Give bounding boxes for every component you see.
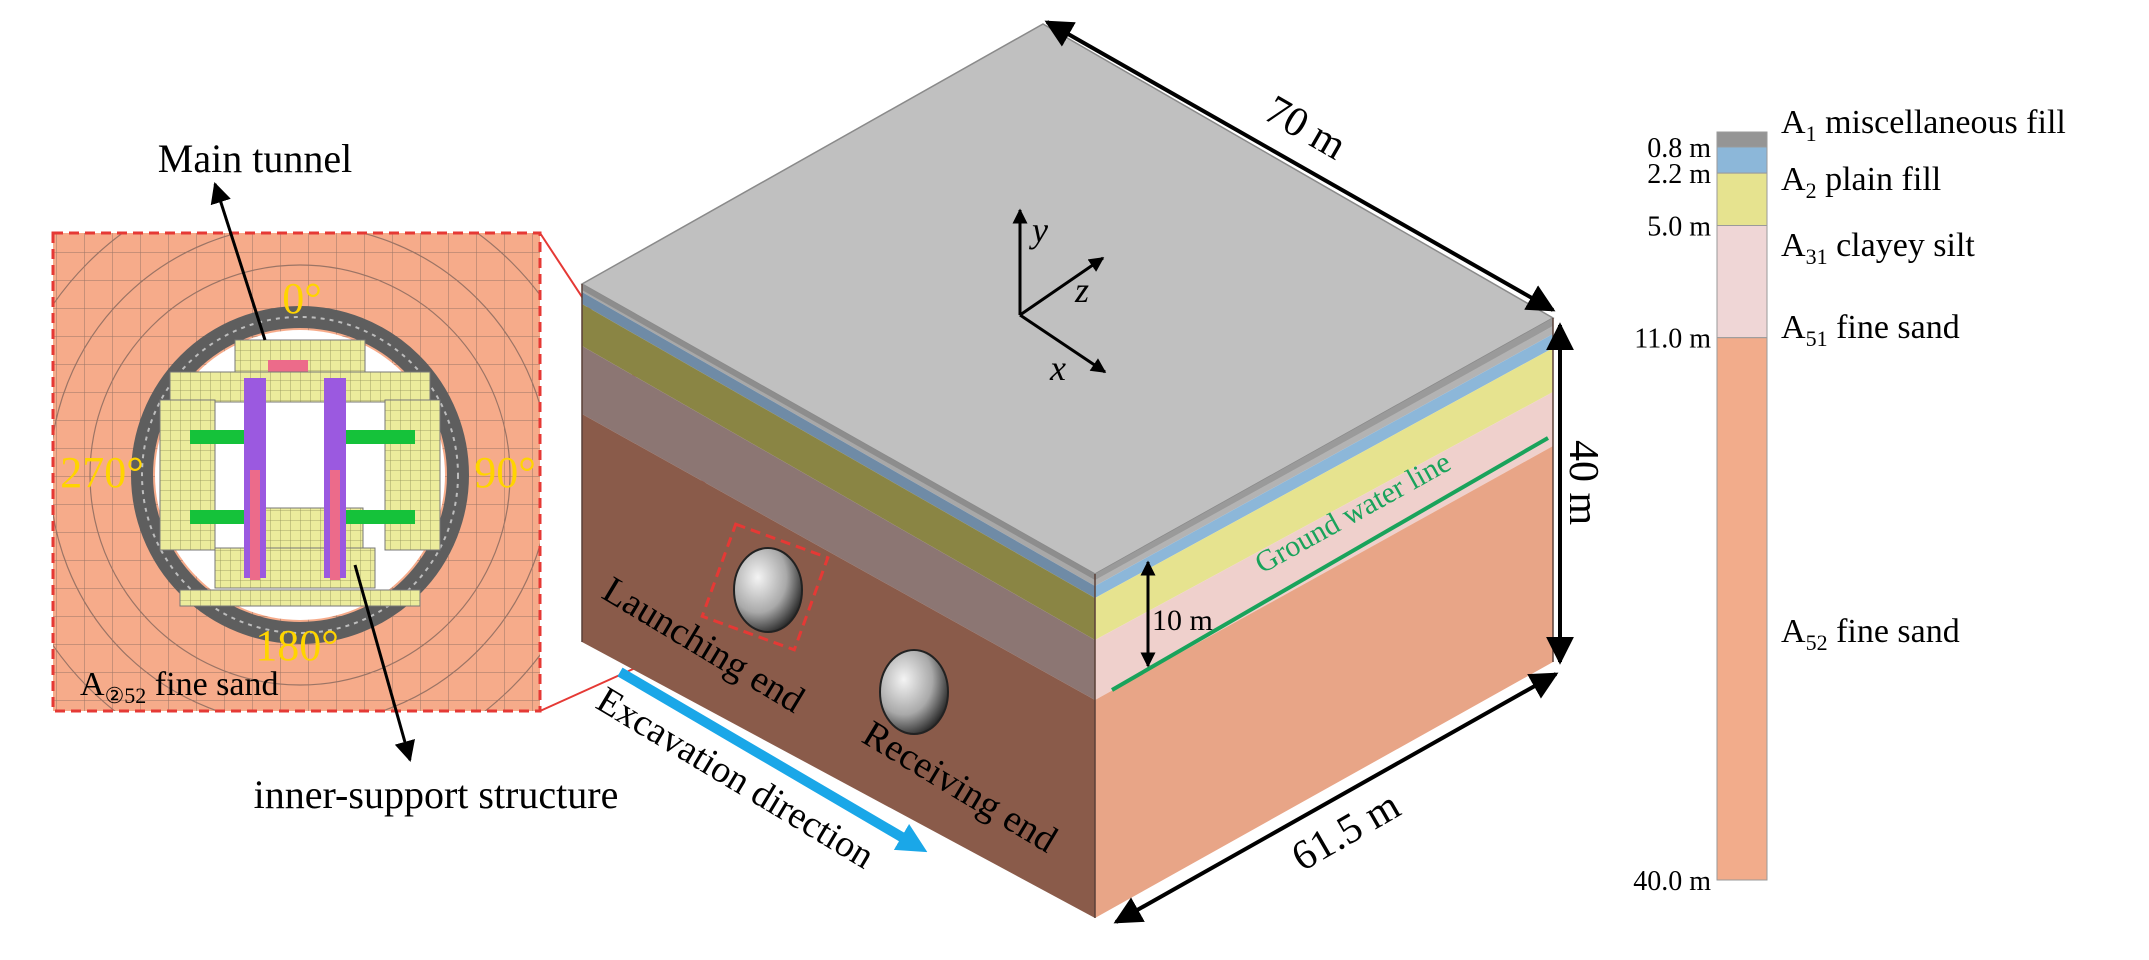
strata-layer-3 [1716, 172, 1768, 226]
inner-support-label: inner-support structure [254, 772, 619, 817]
y-axis-label: y [1029, 210, 1048, 250]
width-61-5m-arrow [1113, 672, 1559, 924]
strata-layer-5 [1716, 337, 1768, 881]
strata-layer-name-2: A2 plain fill [1781, 161, 1941, 203]
angle-180-label: 180° [255, 621, 339, 670]
excavation-arrow [617, 667, 928, 853]
inner-support-arrow [353, 564, 415, 763]
angle-0-label: 0° [282, 274, 322, 323]
launching-highlight-box [700, 522, 830, 652]
strata-layer-2 [1716, 146, 1768, 174]
strata-layer-name-3: A31 clayey silt [1781, 227, 1975, 269]
strata-layer-4 [1716, 225, 1768, 339]
front-layer-clayey-silt [582, 304, 1095, 640]
x-axis-arrow [1019, 313, 1107, 374]
strata-depth-label-4: 11.0 m [1634, 324, 1711, 355]
strata-layer-name-5: A52 fine sand [1781, 613, 1960, 655]
angle-270-label: 270° [60, 448, 144, 497]
right-layer-misc-fill [1095, 326, 1553, 586]
main-tunnel-arrow [210, 182, 267, 341]
height-40m-label: 40 m [1560, 440, 1606, 526]
length-70m-arrow [1044, 20, 1556, 312]
tunnel-section-callout: 0° 90° 180° 270° A②52 fine sand [51, 231, 542, 713]
launching-tunnel-opening [733, 547, 803, 633]
horizontal-struts [190, 430, 415, 524]
right-layer-plain-fill [1095, 334, 1553, 598]
callout-border [51, 231, 542, 713]
front-layer-fine-sand-52 [582, 414, 1095, 918]
right-layer-fine-sand-51 [1095, 392, 1553, 700]
front-layer-fine-sand-51 [582, 346, 1095, 700]
ground-water-line [1110, 436, 1550, 692]
strata-depth-label-2: 2.2 m [1647, 159, 1711, 190]
callout-soil-label: A②52 fine sand [80, 666, 278, 708]
radial-mesh-lines [53, 233, 540, 711]
receiving-tunnel-opening [879, 649, 949, 735]
z-axis-label: z [1074, 270, 1089, 310]
front-layer-plain-fill [582, 292, 1095, 598]
strata-depth-label-1: 0.8 m [1647, 133, 1711, 164]
right-layer-clayey-silt [1095, 348, 1553, 640]
strata-layer-name-1: A1 miscellaneous fill [1781, 104, 2066, 146]
strata-layer-name-4: A51 fine sand [1781, 309, 1960, 351]
strata-layer-1 [1716, 131, 1768, 148]
strata-column: 0.8 m A1 miscellaneous fill 2.2 m A2 plain … [1633, 104, 2066, 897]
depth-10m-label: 10 m [1152, 604, 1213, 637]
angle-90-label: 90° [474, 448, 536, 497]
strata-depth-label-5: 40.0 m [1633, 866, 1711, 897]
strata-depth-label-3: 5.0 m [1647, 212, 1711, 243]
vertical-columns [244, 378, 346, 580]
main-tunnel-label: Main tunnel [158, 136, 352, 181]
x-axis-label: x [1049, 348, 1066, 388]
inner-support-frames [159, 339, 441, 607]
